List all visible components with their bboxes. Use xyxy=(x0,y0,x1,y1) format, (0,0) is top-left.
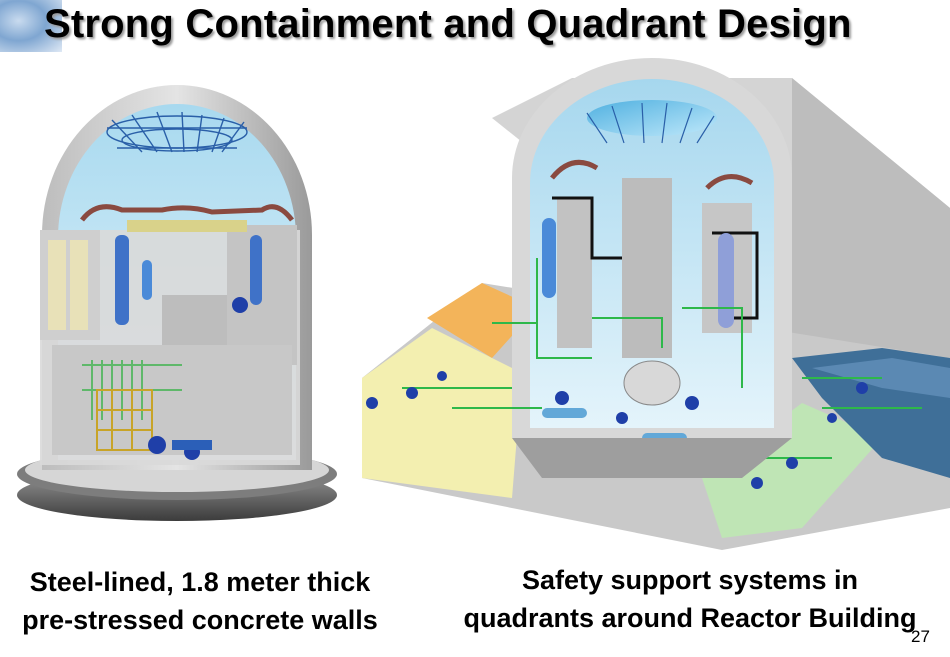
left-caption: Steel-lined, 1.8 meter thick pre-stresse… xyxy=(10,563,390,639)
left-caption-line1: Steel-lined, 1.8 meter thick xyxy=(29,567,371,597)
quadrant-design-illustration xyxy=(362,58,950,550)
left-caption-line2: pre-stressed concrete walls xyxy=(22,605,378,635)
right-caption: Safety support systems in quadrants arou… xyxy=(440,561,940,637)
slide-title: Strong Containment and Quadrant Design xyxy=(44,2,852,46)
page-number: 27 xyxy=(911,627,930,646)
right-caption-line1: Safety support systems in xyxy=(521,565,859,595)
corner-logo xyxy=(0,0,62,52)
right-caption-line2: quadrants around Reactor Building xyxy=(463,603,917,633)
containment-cutaway-illustration xyxy=(17,85,337,521)
